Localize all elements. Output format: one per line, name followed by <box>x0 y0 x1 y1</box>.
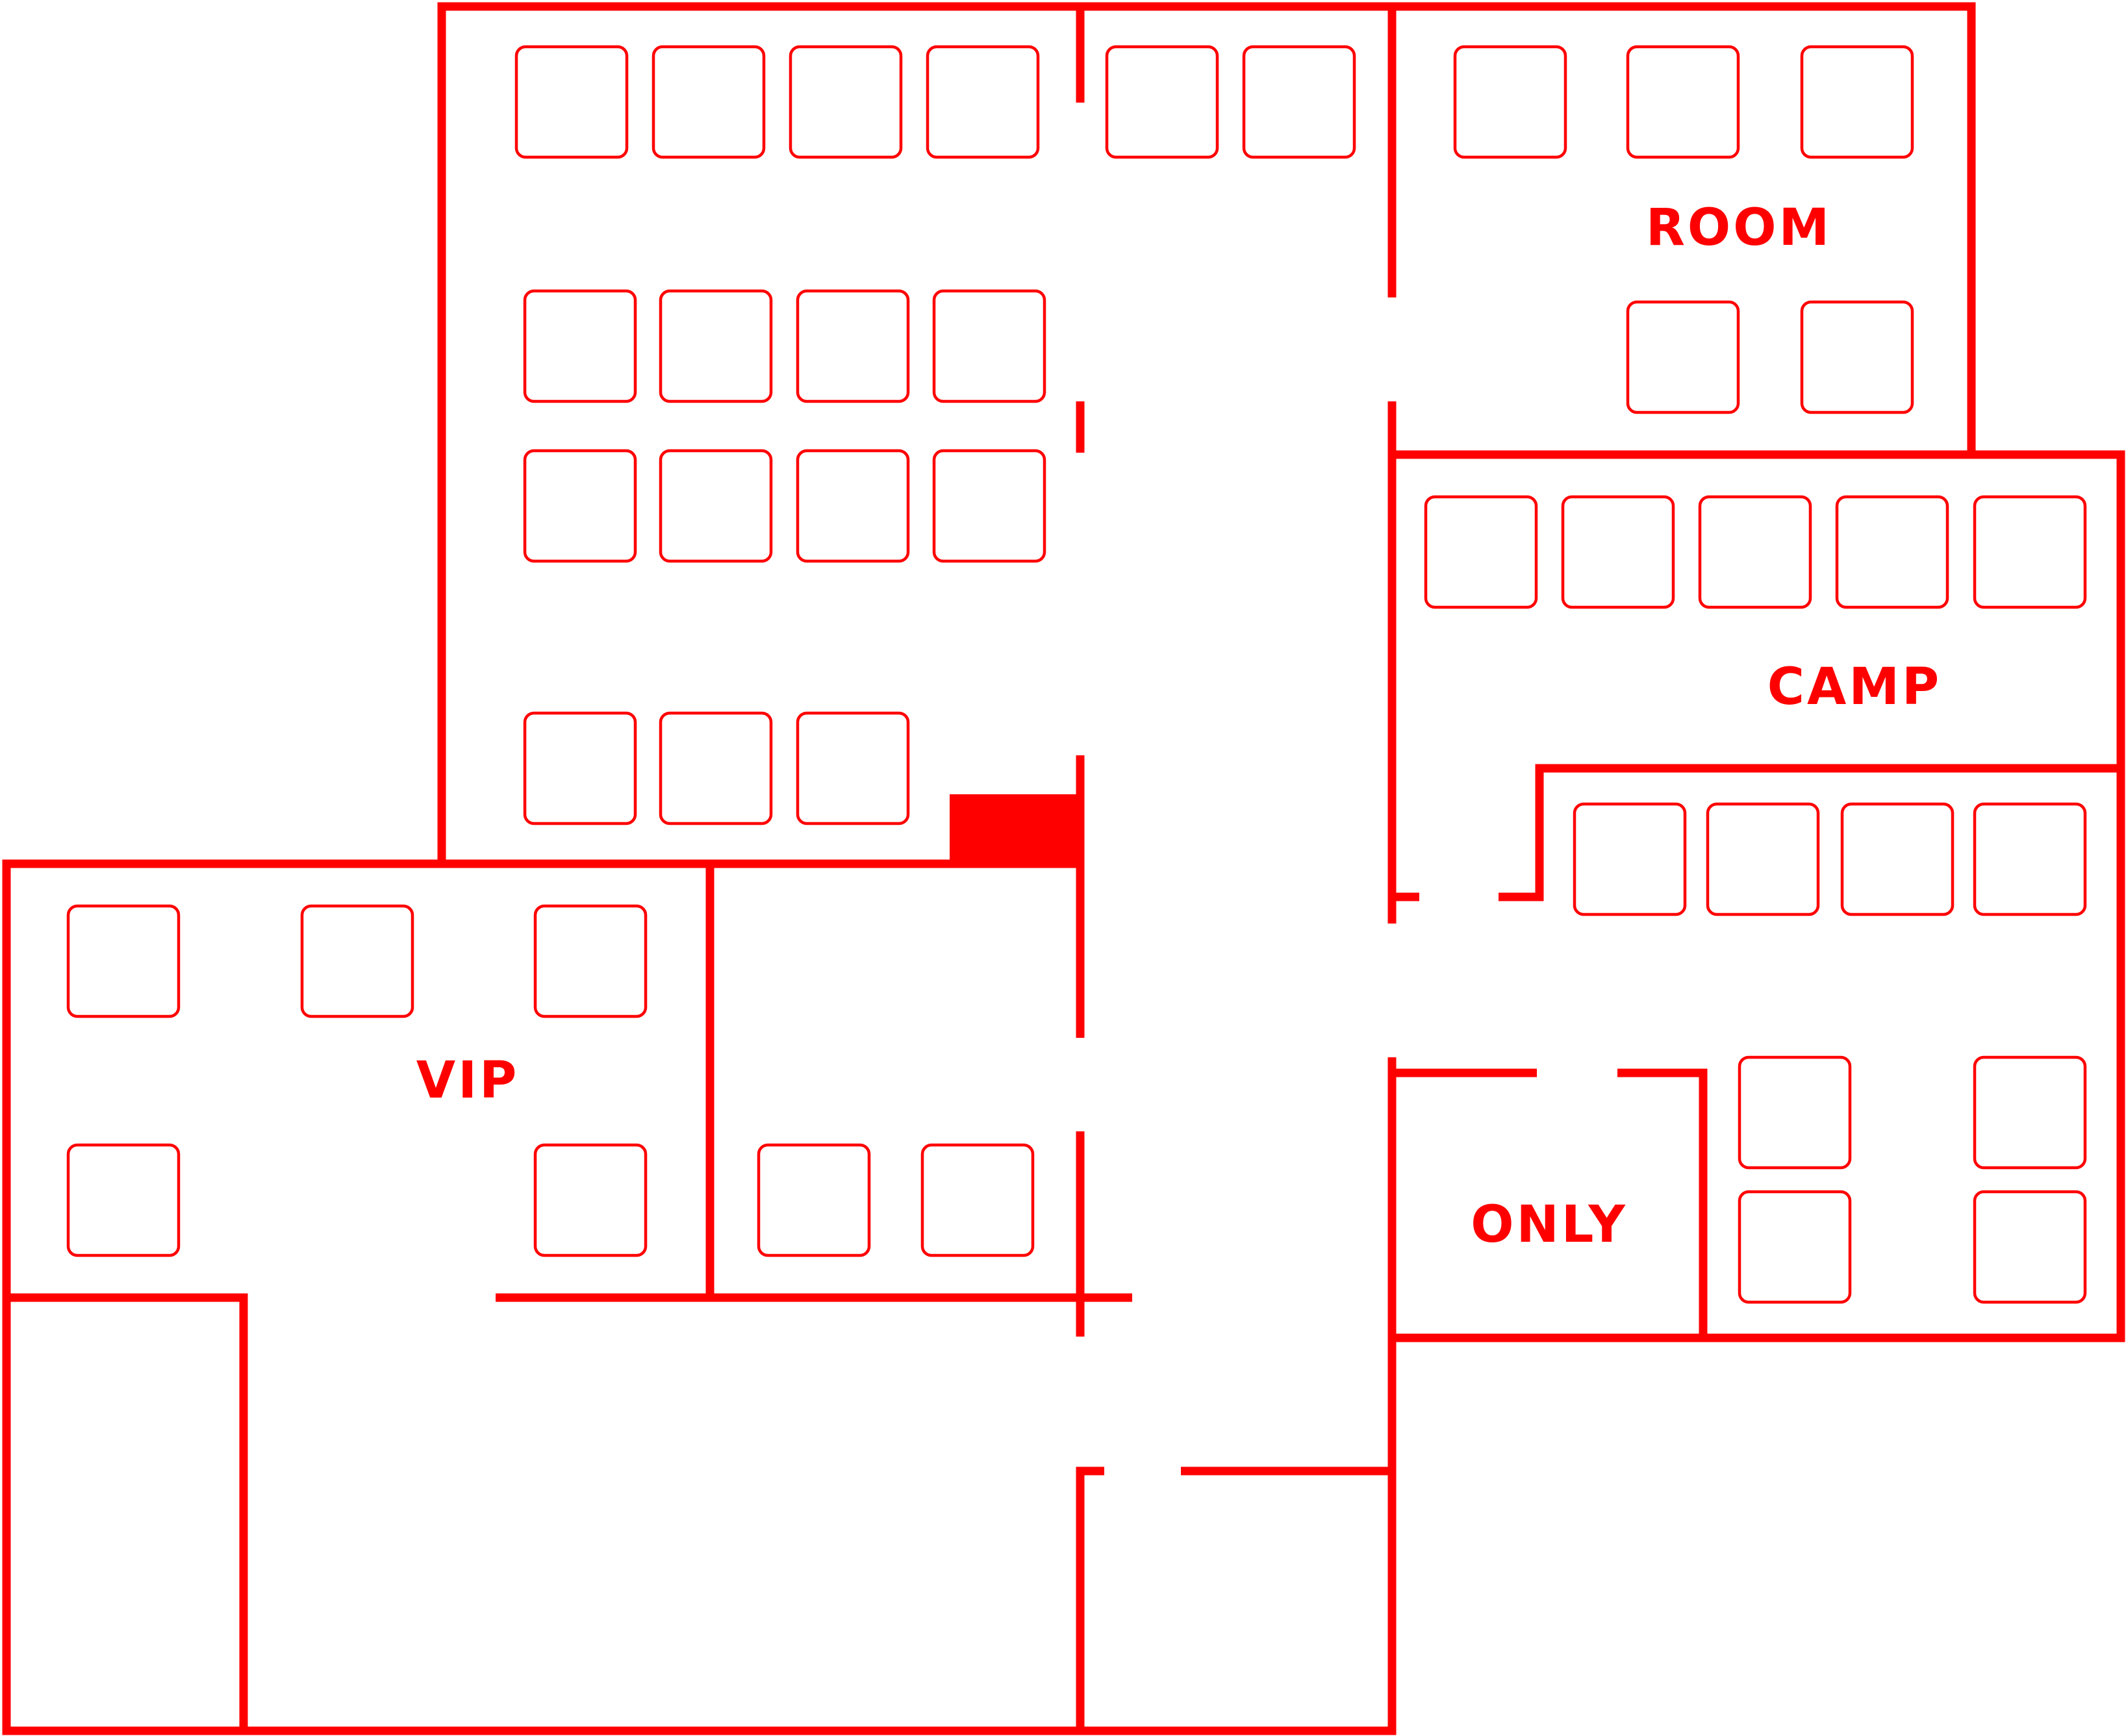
table <box>514 45 629 159</box>
table <box>1573 802 1687 916</box>
table <box>757 1143 871 1257</box>
table <box>796 711 910 825</box>
table <box>1973 1190 2087 1304</box>
table <box>796 449 910 563</box>
table <box>659 711 773 825</box>
table <box>932 289 1046 403</box>
label-vip: VIP <box>416 1051 520 1110</box>
table <box>533 1143 648 1257</box>
table <box>66 1143 181 1257</box>
table <box>1738 1055 1852 1170</box>
label-only: ONLY <box>1471 1196 1628 1254</box>
table <box>1738 1190 1852 1304</box>
table <box>932 449 1046 563</box>
table <box>1973 802 2087 916</box>
table <box>659 449 773 563</box>
table <box>1561 495 1675 609</box>
table <box>523 449 637 563</box>
table <box>920 1143 1035 1257</box>
small-room-wall <box>6 1293 248 1731</box>
table <box>652 45 766 159</box>
center-wall-bottom <box>1076 1466 1104 1731</box>
table <box>1698 495 1812 609</box>
table <box>1840 802 1955 916</box>
table <box>1835 495 1949 609</box>
table <box>1973 1055 2087 1170</box>
table <box>1626 45 1740 159</box>
table <box>1626 300 1740 414</box>
table <box>1453 45 1567 159</box>
table <box>1800 300 1914 414</box>
table <box>659 289 773 403</box>
table <box>796 289 910 403</box>
table <box>1706 802 1820 916</box>
table <box>1105 45 1219 159</box>
bar-counter-block <box>950 794 1080 864</box>
label-room: ROOM <box>1646 199 1832 257</box>
table <box>533 904 648 1018</box>
table <box>1424 495 1538 609</box>
table <box>66 904 181 1018</box>
tables <box>66 45 2087 1304</box>
table <box>300 904 414 1018</box>
only-room-top-right <box>1617 1068 1708 1338</box>
table <box>1242 45 1356 159</box>
camp-partition <box>1499 764 2121 901</box>
table <box>1973 495 2087 609</box>
table <box>926 45 1040 159</box>
table <box>1800 45 1914 159</box>
label-camp: CAMP <box>1767 658 1942 716</box>
table <box>523 289 637 403</box>
table <box>789 45 903 159</box>
table <box>523 711 637 825</box>
